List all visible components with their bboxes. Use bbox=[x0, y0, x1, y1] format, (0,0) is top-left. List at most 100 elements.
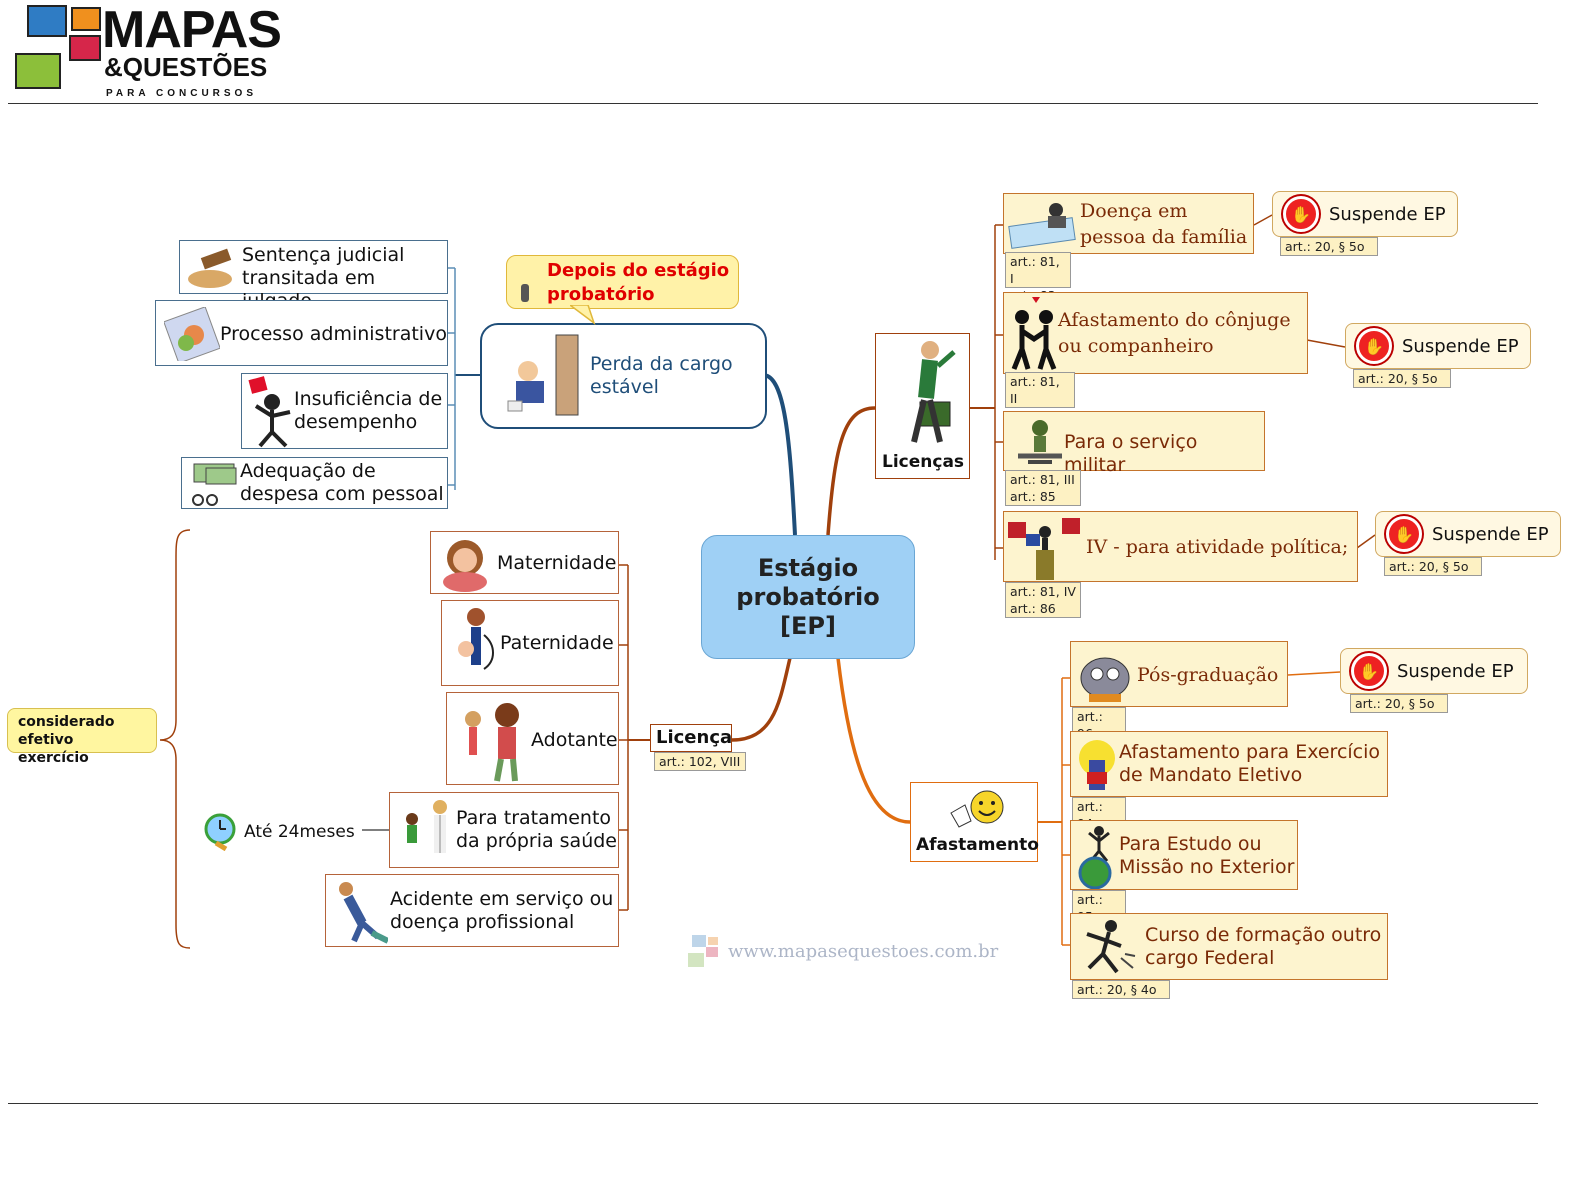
center-node[interactable]: Estágio probatório [EP] bbox=[701, 535, 915, 659]
licencas-art: art.: 81, III art.: 85 bbox=[1005, 470, 1081, 506]
licencas-item-politica[interactable]: IV - para atividade política; bbox=[1003, 511, 1358, 582]
perda-callout-text: Depois do estágio probatório bbox=[547, 260, 730, 305]
considerado-note: considerado efetivo exercício bbox=[7, 708, 157, 766]
licencas-item-label: Doença em pessoa da família bbox=[1080, 200, 1248, 248]
traveler-icon bbox=[911, 341, 956, 443]
waving-smiley-icon bbox=[950, 790, 1004, 828]
suspende-label: Suspende EP bbox=[1329, 203, 1446, 225]
licenca-item-saude[interactable]: Para tratamento da própria saúde bbox=[389, 792, 619, 868]
licencas-item-label: IV - para atividade política; bbox=[1086, 536, 1349, 558]
perda-item-adequacao[interactable]: Adequação de despesa com pessoal bbox=[181, 457, 448, 509]
suspende-ep-politica[interactable]: ✋ Suspende EP bbox=[1375, 511, 1561, 557]
licencas-item-label: Afastamento do cônjuge ou companheiro bbox=[1058, 309, 1291, 357]
licencas-item-label: Para o serviço militar bbox=[1064, 431, 1198, 476]
adoption-icon bbox=[465, 703, 519, 782]
licenca-item-label: Paternidade bbox=[500, 632, 614, 654]
logo-subtitle: &QUESTÕES bbox=[104, 52, 268, 82]
soldier-icon bbox=[1018, 420, 1062, 464]
licencas-item-conjuge[interactable]: Afastamento do cônjuge ou companheiro bbox=[1003, 292, 1308, 374]
perda-item-sentenca[interactable]: Sentença judicial transitada em julgado bbox=[179, 240, 448, 312]
licenca-label: Licença bbox=[656, 727, 733, 748]
suspende-label: Suspende EP bbox=[1432, 523, 1549, 545]
ate-24-meses: Até 24meses bbox=[204, 812, 355, 852]
licenca-node[interactable]: Licença bbox=[650, 724, 732, 752]
accident-icon bbox=[339, 882, 388, 944]
afastamento-item-label: Pós-graduação bbox=[1137, 664, 1279, 686]
suspende-ep-conjuge[interactable]: ✋ Suspende EP bbox=[1345, 323, 1531, 369]
suspende-art: art.: 20, § 5o bbox=[1350, 694, 1448, 713]
perda-node[interactable]: Perda da cargo estável bbox=[480, 323, 767, 429]
ate-label: Até 24meses bbox=[244, 822, 355, 842]
perda-item-processo[interactable]: Processo administrativo bbox=[155, 300, 448, 366]
afastamento-item-estudo[interactable]: Para Estudo ou Missão no Exterior bbox=[1070, 820, 1298, 890]
afastamento-item-mandato[interactable]: Afastamento para Exercício de Mandato El… bbox=[1070, 731, 1388, 797]
licencas-art: art.: 81, IV art.: 86 bbox=[1005, 582, 1081, 618]
perda-item-label: Insuficiência de desempenho bbox=[294, 388, 443, 433]
stop-hand-icon: ✋ bbox=[1283, 196, 1319, 232]
licenca-item-label: Adotante bbox=[531, 729, 618, 751]
licencas-item-doenca[interactable]: Doença em pessoa da família bbox=[1003, 193, 1254, 254]
suspende-ep-doenca[interactable]: ✋ Suspende EP bbox=[1272, 191, 1458, 237]
suspende-art: art.: 20, § 5o bbox=[1280, 237, 1378, 256]
header-divider bbox=[8, 103, 1538, 104]
licenca-item-label: Maternidade bbox=[497, 552, 617, 574]
suspende-label: Suspende EP bbox=[1402, 335, 1519, 357]
licenca-item-label: Acidente em serviço ou doença profission… bbox=[390, 888, 614, 933]
perda-label: Perda da cargo estável bbox=[590, 353, 733, 398]
afastamento-art: art.: 20, § 4o bbox=[1072, 980, 1170, 999]
licencas-art: art.: 81, II art.: 84 bbox=[1005, 372, 1075, 423]
globe-traveler-icon bbox=[1078, 826, 1112, 889]
center-label: Estágio probatório [EP] bbox=[736, 553, 880, 640]
suspende-art: art.: 20, § 5o bbox=[1384, 557, 1482, 576]
logo-tagline: PARA CONCURSOS bbox=[106, 88, 258, 99]
stop-hand-icon: ✋ bbox=[1386, 516, 1422, 552]
licenca-art: art.: 102, VIII bbox=[654, 752, 746, 771]
logo-squares-icon bbox=[15, 5, 101, 89]
licencas-label: Licenças bbox=[882, 452, 965, 472]
owl-graduate-icon bbox=[1080, 657, 1130, 702]
licencas-node[interactable]: Licenças bbox=[875, 333, 970, 479]
perda-item-label: Adequação de despesa com pessoal bbox=[240, 460, 444, 505]
afastamento-item-label: Para Estudo ou Missão no Exterior bbox=[1119, 833, 1295, 878]
father-baby-icon bbox=[458, 608, 494, 670]
perda-item-insuficiencia[interactable]: Insuficiência de desempenho bbox=[241, 373, 448, 449]
stressed-person-icon bbox=[248, 376, 291, 448]
sick-bed-icon bbox=[1008, 203, 1076, 249]
stop-hand-icon: ✋ bbox=[1356, 328, 1392, 364]
suspende-ep-pos[interactable]: ✋ Suspende EP bbox=[1340, 648, 1528, 694]
money-scissors-icon bbox=[192, 463, 237, 506]
traffic-light-icon bbox=[521, 284, 529, 302]
licenca-item-paternidade[interactable]: Paternidade bbox=[441, 600, 619, 686]
perda-item-label: Processo administrativo bbox=[220, 323, 447, 345]
afastamento-item-pos[interactable]: Pós-graduação bbox=[1070, 641, 1288, 707]
clock-hand-icon bbox=[204, 813, 236, 851]
perda-callout: Depois do estágio probatório bbox=[506, 255, 739, 309]
mother-baby-icon bbox=[443, 540, 487, 592]
callout-pointer bbox=[570, 305, 596, 325]
watermark-logo-icon bbox=[688, 935, 718, 967]
door-icon bbox=[507, 334, 579, 416]
election-icon bbox=[1008, 518, 1080, 580]
podium-icon bbox=[1079, 740, 1115, 790]
logo: MAPAS &QUESTÕES PARA CONCURSOS bbox=[14, 1, 282, 100]
watermark: www.mapasequestoes.com.br bbox=[686, 933, 998, 969]
licenca-item-acidente[interactable]: Acidente em serviço ou doença profission… bbox=[325, 874, 619, 947]
afastamento-item-label: Curso de formação outro cargo Federal bbox=[1145, 924, 1382, 969]
stop-hand-icon: ✋ bbox=[1351, 653, 1387, 689]
suspende-label: Suspende EP bbox=[1397, 660, 1514, 682]
gavel-icon bbox=[188, 248, 232, 288]
licenca-item-maternidade[interactable]: Maternidade bbox=[430, 531, 619, 594]
afastamento-item-curso[interactable]: Curso de formação outro cargo Federal bbox=[1070, 913, 1388, 980]
logo-title: MAPAS bbox=[102, 1, 282, 59]
afastamento-label: Afastamento bbox=[916, 835, 1039, 855]
couple-icon bbox=[1011, 297, 1057, 370]
footer-divider bbox=[8, 1103, 1538, 1104]
suspende-art: art.: 20, § 5o bbox=[1353, 369, 1451, 388]
licencas-item-militar[interactable]: Para o serviço militar bbox=[1003, 411, 1265, 476]
puzzle-icon bbox=[164, 307, 220, 361]
afastamento-node[interactable]: Afastamento bbox=[910, 782, 1039, 862]
licenca-item-adotante[interactable]: Adotante bbox=[446, 692, 619, 785]
licenca-item-label: Para tratamento da própria saúde bbox=[456, 807, 617, 852]
watermark-text: www.mapasequestoes.com.br bbox=[728, 940, 999, 962]
